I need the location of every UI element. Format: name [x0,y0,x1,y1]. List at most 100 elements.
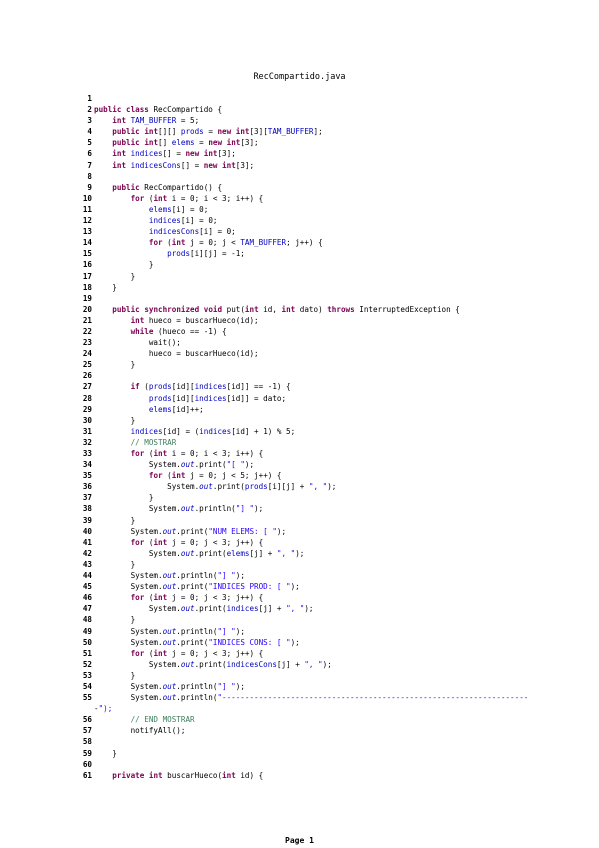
line-text: prods[id][indices[id]] = dato; [148,393,287,403]
line-number: 15 [82,249,92,259]
code-line: 22 while (hueco == -1) { [82,326,594,337]
line-number: 4 [87,127,92,137]
line-number: 23 [82,338,92,348]
line-text: } [94,515,136,525]
page-footer: Page 1 [285,836,314,845]
code-line: 59 } [82,748,594,759]
line-text: elems[i] = 0; [148,204,209,214]
code-line: 38 System.out.println("] "); [82,503,594,514]
code-line: 7 int indicesCons[] = new int[3]; [82,160,594,171]
line-number: 48 [82,615,92,625]
line-number: 27 [82,382,92,392]
line-text: int indices[] = new int[3]; [112,149,236,159]
code-line: 48 } [82,614,594,625]
line-number: 32 [82,437,92,447]
code-line: 29 elems[id]++; [82,404,594,415]
line-text: } [94,559,136,569]
line-number: 33 [82,449,92,458]
code-line: 8 [82,171,594,182]
code-line: 51 for (int j = 0; j < 3; j++) { [82,648,594,659]
code-line: 15 prods[i][j] = -1; [82,248,594,259]
line-number: 3 [87,116,92,126]
code-line: 60 [82,759,594,770]
line-text: System.out.print(prods[i][j] + ", "); [94,482,337,492]
code-line: 24 hueco = buscarHueco(id); [82,348,594,359]
code-line: 32 // MOSTRAR [82,437,594,448]
line-text: -"); [94,704,113,714]
line-text: System.out.println("] "); [94,681,245,691]
line-text: System.out.println("] "); [94,504,264,514]
line-text: } [94,360,136,370]
code-line: 36 System.out.print(prods[i][j] + ", "); [82,481,594,492]
line-text: while (hueco == -1) { [130,326,227,336]
code-line: 3 int TAM_BUFFER = 5; [82,115,594,126]
code-line: 14 for (int j = 0; j < TAM_BUFFER; j++) … [82,237,594,248]
code-line: 5 public int[] elems = new int[3]; [82,137,594,148]
line-text: } [94,271,136,281]
line-text: } [94,415,136,425]
line-text: indices[i] = 0; [148,216,218,226]
line-number: 50 [82,637,92,647]
line-number: 5 [87,138,92,148]
line-number: 21 [82,315,92,325]
code-line: 56 // END MOSTRAR [82,714,594,725]
line-text: // MOSTRAR [130,437,177,447]
line-number: 19 [82,293,92,303]
code-line: 19 [82,293,594,304]
line-number: 57 [82,726,92,736]
line-number: 39 [82,515,92,525]
line-number: 54 [82,681,92,691]
code-line: 28 prods[id][indices[id]] = dato; [82,393,594,404]
line-text: } [94,748,117,758]
line-number: 53 [82,670,92,680]
line-text: System.out.print(indicesCons[j] + ", "); [94,659,332,669]
line-number: 52 [82,659,92,669]
code-line: 53 } [82,670,594,681]
line-text: System.out.print("NUM ELEMS: [ "); [94,526,287,536]
line-text: } [94,670,136,680]
code-line: 61 private int buscarHueco(int id) { [82,770,594,781]
code-line: 23 wait(); [82,337,594,348]
line-text: System.out.print("INDICES PROD: [ "); [94,582,300,592]
line-text: // END MOSTRAR [130,715,195,725]
line-text: System.out.print("INDICES CONS: [ "); [94,637,300,647]
line-text: prods[i][j] = -1; [167,249,245,259]
code-line: 31 indices[id] = (indices[id] + 1) % 5; [82,426,594,437]
code-line: 50 System.out.print("INDICES CONS: [ "); [82,637,594,648]
line-number: 10 [82,193,92,203]
code-line: 54 System.out.println("] "); [82,681,594,692]
line-text: int hueco = buscarHueco(id); [130,315,259,325]
code-line: 9 public RecCompartido() { [82,182,594,193]
line-number: 49 [82,626,92,636]
line-number: 22 [82,326,92,336]
line-text: elems[id]++; [148,404,204,414]
line-text: for (int i = 0; i < 3; i++) { [130,449,264,458]
line-number: 59 [82,748,92,758]
line-number: 46 [82,593,92,603]
code-line: 6 int indices[] = new int[3]; [82,148,594,159]
line-number: 40 [82,526,92,536]
line-number: 35 [82,471,92,481]
line-number: 41 [82,537,92,547]
code-line: 33 for (int i = 0; i < 3; i++) { [82,448,594,459]
line-number: 1 [87,94,92,103]
line-text: int TAM_BUFFER = 5; [112,116,200,126]
line-number: 8 [87,171,92,181]
code-line: 13 indicesCons[i] = 0; [82,226,594,237]
line-number: 2 [87,105,92,115]
line-number: 47 [82,604,92,614]
line-text: int indicesCons[] = new int[3]; [112,160,255,170]
line-text: indices[id] = (indices[id] + 1) % 5; [130,426,296,436]
line-number: 38 [82,504,92,514]
line-number: 6 [87,149,92,159]
line-text: System.out.println("] "); [94,626,245,636]
line-number: 55 [82,693,92,703]
line-text: } [94,493,154,503]
code-line: 46 for (int j = 0; j < 3; j++) { [82,592,594,603]
code-line: 55 System.out.println("-----------------… [82,692,594,703]
line-text: } [94,260,154,270]
code-line: 27 if (prods[id][indices[id]] == -1) { [82,381,594,392]
code-line: 58 [82,736,594,747]
